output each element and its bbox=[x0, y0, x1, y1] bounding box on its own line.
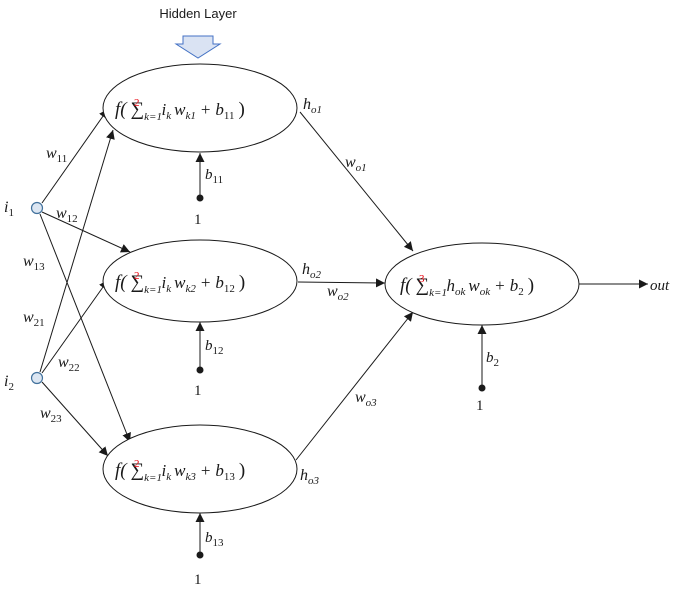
hidden-layer-title: Hidden Layer bbox=[159, 6, 237, 21]
edge-i2-h3 bbox=[41, 381, 109, 457]
svg-text:b11: b11 bbox=[205, 167, 223, 186]
edge-i1-h3 bbox=[39, 213, 131, 443]
weight-label-w23: w23 bbox=[40, 405, 62, 425]
hidden-output-label-3: ho3 bbox=[300, 467, 320, 487]
edge-i2-h1 bbox=[39, 129, 115, 373]
hidden-node-2 bbox=[102, 239, 298, 323]
bias-node-h1 bbox=[196, 194, 204, 202]
bias-h3: b13 1 bbox=[194, 513, 224, 588]
output-label: out bbox=[650, 278, 670, 294]
input-label-1: i1 bbox=[4, 199, 14, 219]
bias-value-h3: 1 bbox=[194, 572, 202, 588]
bias-out: b2 1 bbox=[476, 325, 499, 414]
input-label-2: i2 bbox=[4, 373, 14, 393]
edge-h2-out bbox=[297, 278, 386, 288]
weight-label-wo3: wo3 bbox=[355, 389, 377, 409]
bias-node-h2 bbox=[196, 366, 204, 374]
edge-i1-h2 bbox=[41, 211, 131, 253]
svg-text:b2: b2 bbox=[486, 350, 499, 369]
edge-i2-h2 bbox=[41, 279, 109, 374]
output-node bbox=[384, 242, 580, 326]
weight-label-wo1: wo1 bbox=[345, 154, 367, 174]
edge-h3-out bbox=[295, 311, 414, 461]
weight-label-w11: w11 bbox=[46, 145, 67, 165]
edge-h1-out bbox=[299, 111, 414, 252]
bias-value-out: 1 bbox=[476, 398, 484, 414]
svg-text:b13: b13 bbox=[205, 530, 224, 549]
weight-label-wo2: wo2 bbox=[327, 283, 349, 303]
bias-value-h2: 1 bbox=[194, 383, 202, 399]
hidden-output-label-2: ho2 bbox=[302, 261, 322, 281]
hidden-node-1 bbox=[102, 63, 298, 153]
input-node-1 bbox=[30, 201, 44, 215]
bias-h1: b11 1 bbox=[194, 153, 223, 228]
weight-label-w22: w22 bbox=[58, 354, 80, 374]
weight-label-w21: w21 bbox=[23, 309, 45, 329]
bias-node-h3 bbox=[196, 551, 204, 559]
hidden-output-label-1: ho1 bbox=[303, 96, 322, 116]
weight-label-w13: w13 bbox=[23, 253, 45, 273]
hidden-node-3 bbox=[102, 424, 298, 514]
input-node-2 bbox=[30, 371, 44, 385]
bias-value-h1: 1 bbox=[194, 212, 202, 228]
bias-h2: b12 1 bbox=[194, 322, 224, 399]
svg-text:b12: b12 bbox=[205, 338, 224, 357]
weight-label-w12: w12 bbox=[56, 205, 78, 225]
down-arrow-icon bbox=[174, 35, 222, 59]
bias-node-out bbox=[478, 384, 486, 392]
edge-i1-h1 bbox=[41, 108, 109, 204]
